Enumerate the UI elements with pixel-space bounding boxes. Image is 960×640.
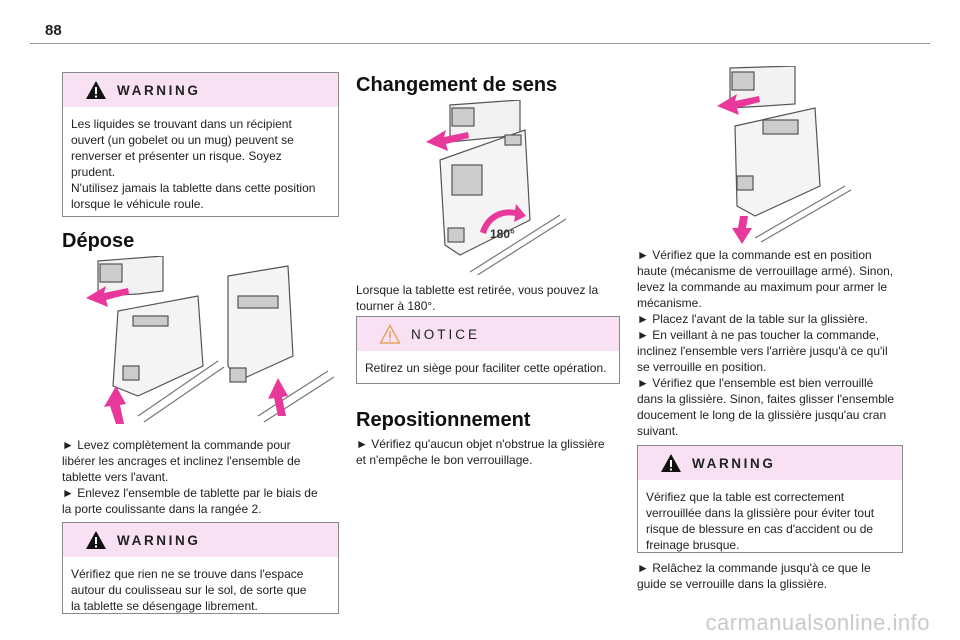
notice-box: NOTICE Retirez un siège pour faciliter c… (356, 316, 620, 384)
warning-line: la tablette se désengage librement. (71, 599, 258, 613)
warning-header: WARNING (638, 446, 902, 480)
warning-line: risque de blessure en cas d'accident ou … (646, 522, 874, 536)
depose-text: ► Levez complètement la commande pour li… (62, 437, 342, 517)
changement-heading: Changement de sens (356, 74, 558, 96)
repositionnement-illustration (717, 66, 852, 244)
warning-title: WARNING (117, 532, 201, 548)
depose-line: ► Enlevez l'ensemble de tablette par le … (62, 486, 318, 500)
notice-header: NOTICE (357, 317, 619, 351)
step-line: se verrouille en position. (637, 360, 767, 374)
depose-line: libérer les ancrages et inclinez l'ensem… (62, 454, 301, 468)
repositionnement-steps: ► Vérifiez que la commande est en positi… (637, 247, 907, 439)
step-line: suivant. (637, 424, 679, 438)
repositionnement-line: et n'empêche le bon verrouillage. (356, 453, 533, 467)
top-rule (30, 43, 930, 44)
final-line: guide se verrouille dans la glissière. (637, 577, 828, 591)
warning-triangle-icon (86, 531, 106, 549)
warning-triangle-icon (86, 81, 106, 99)
final-line: ► Relâchez la commande jusqu'à ce que le (637, 561, 871, 575)
repositionnement-line: ► Vérifiez qu'aucun objet n'obstrue la g… (356, 437, 605, 451)
warning-triangle-icon (661, 454, 681, 472)
notice-line: Retirez un siège pour faciliter cette op… (365, 361, 607, 375)
warning-line: N'utilisez jamais la tablette dans cette… (71, 181, 316, 195)
depose-heading: Dépose (62, 230, 135, 252)
warning-line: autour du coulisseau sur le sol, de sort… (71, 583, 307, 597)
rotation-label: 180° (490, 227, 515, 241)
warning-line: lorsque le véhicule roule. (71, 197, 204, 211)
watermark: carmanualsonline.info (705, 610, 930, 635)
step-line: inclinez l'ensemble vers l'arrière jusqu… (637, 344, 888, 358)
changement-text: Lorsque la tablette est retirée, vous po… (356, 282, 621, 314)
step-line: doucement le long de la glissière jusqu'… (637, 408, 887, 422)
warning-line: Les liquides se trouvant dans un récipie… (71, 117, 292, 131)
warning-box-1: WARNING Les liquides se trouvant dans un… (62, 72, 339, 217)
depose-illustration (86, 256, 335, 424)
warning-body: Les liquides se trouvant dans un récipie… (63, 107, 338, 220)
warning-line: renverser et présenter un risque. Soyez (71, 149, 282, 163)
final-step-text: ► Relâchez la commande jusqu'à ce que le… (637, 560, 907, 592)
depose-line: la porte coulissante dans la rangée 2. (62, 502, 262, 516)
changement-line: tourner à 180°. (356, 299, 436, 313)
warning-body: Vérifiez que la table est correctement v… (638, 480, 902, 561)
warning-header: WARNING (63, 73, 338, 107)
warning-title: WARNING (117, 82, 201, 98)
warning-header: WARNING (63, 523, 338, 557)
step-line: ► Vérifiez que l'ensemble est bien verro… (637, 376, 874, 390)
step-line: mécanisme. (637, 296, 702, 310)
step-line: ► En veillant à ne pas toucher la comman… (637, 328, 880, 342)
step-line: haute (mécanisme de verrouillage armé). … (637, 264, 894, 278)
warning-box-2: WARNING Vérifiez que rien ne se trouve d… (62, 522, 339, 614)
step-line: dans la glissière. Sinon, faites glisser… (637, 392, 895, 406)
repositionnement-heading: Repositionnement (356, 409, 531, 431)
warning-line: prudent. (71, 165, 116, 179)
notice-title: NOTICE (411, 326, 481, 342)
step-line: ► Vérifiez que la commande est en positi… (637, 248, 872, 262)
warning-line: Vérifiez que la table est correctement (646, 490, 845, 504)
warning-line: freinage brusque. (646, 538, 740, 552)
notice-triangle-icon (379, 324, 401, 344)
warning-body: Vérifiez que rien ne se trouve dans l'es… (63, 557, 338, 622)
changement-line: Lorsque la tablette est retirée, vous po… (356, 283, 599, 297)
warning-line: ouvert (un gobelet ou un mug) peuvent se (71, 133, 294, 147)
warning-line: verrouillée dans la glissière pour évite… (646, 506, 875, 520)
warning-title: WARNING (692, 455, 776, 471)
warning-box-3: WARNING Vérifiez que la table est correc… (637, 445, 903, 553)
step-line: ► Placez l'avant de la table sur la glis… (637, 312, 868, 326)
depose-line: ► Levez complètement la commande pour (62, 438, 291, 452)
page-number: 88 (45, 22, 62, 39)
step-line: levez la commande au maximum pour armer … (637, 280, 888, 294)
rotation-illustration: 180° (426, 100, 567, 275)
notice-body: Retirez un siège pour faciliter cette op… (357, 351, 619, 384)
depose-line: tablette vers l'avant. (62, 470, 169, 484)
repositionnement-text: ► Vérifiez qu'aucun objet n'obstrue la g… (356, 436, 626, 468)
warning-line: Vérifiez que rien ne se trouve dans l'es… (71, 567, 304, 581)
